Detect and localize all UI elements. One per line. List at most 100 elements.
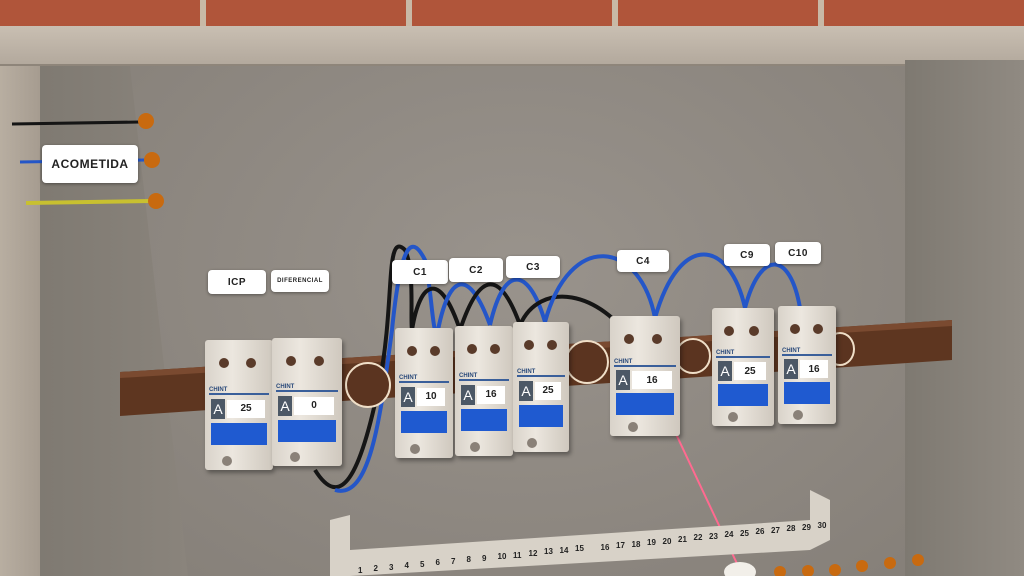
terminal-27[interactable]: 27 [771, 525, 780, 535]
brand-label: CHINT [614, 359, 676, 368]
label-diferencial: DIFERENCIAL [271, 270, 329, 292]
terminal-5[interactable]: 5 [420, 559, 425, 569]
rating-value: 10 [417, 387, 445, 406]
panel-right-wall [905, 60, 1024, 576]
label-c2: C2 [449, 258, 503, 282]
rating-value: 0 [294, 396, 334, 415]
terminal-1[interactable]: 1 [358, 566, 363, 575]
screw-terminal[interactable] [286, 356, 296, 366]
screw-terminal[interactable] [624, 334, 634, 344]
screw-terminal[interactable] [652, 334, 662, 344]
terminal-11[interactable]: 11 [513, 550, 522, 560]
label-icp: ICP [208, 270, 266, 294]
terminal-16[interactable]: 16 [600, 542, 610, 552]
screw-terminal[interactable] [218, 358, 229, 368]
rating-value: 16 [800, 360, 828, 379]
unit-badge: A [784, 359, 798, 380]
screw-terminal[interactable] [727, 412, 738, 422]
screw-terminal[interactable] [527, 438, 537, 448]
screw-terminal[interactable] [749, 326, 760, 336]
screw-terminal[interactable] [546, 340, 557, 350]
breaker-lever[interactable] [718, 383, 768, 406]
terminal-8[interactable]: 8 [466, 555, 471, 565]
brand-label: CHINT [459, 373, 509, 381]
breaker-lever[interactable] [278, 419, 336, 442]
screw-terminal[interactable] [406, 346, 417, 356]
wire-end-black[interactable] [138, 113, 154, 129]
wire-end-blue[interactable] [144, 152, 160, 168]
rail-slot-ring[interactable] [565, 340, 609, 384]
terminal-26[interactable]: 26 [755, 527, 765, 537]
screw-terminal[interactable] [429, 346, 440, 356]
screw-terminal[interactable] [812, 324, 823, 334]
terminal-23[interactable]: 23 [709, 531, 718, 541]
controller-tip[interactable] [724, 562, 756, 576]
unit-badge: A [278, 395, 292, 416]
screw-terminal[interactable] [289, 452, 300, 462]
breaker-c9[interactable]: CHINT A 25 [712, 308, 774, 426]
brand-label: CHINT [782, 348, 832, 357]
screw-terminal[interactable] [627, 422, 638, 432]
terminal-13[interactable]: 13 [544, 547, 553, 557]
unit-badge: A [401, 386, 415, 407]
wire-end-earth[interactable] [148, 193, 164, 209]
screw-terminal[interactable] [789, 324, 800, 334]
breaker-c4[interactable]: CHINT A 16 [610, 316, 680, 436]
rail-slot-ring[interactable] [675, 338, 711, 374]
terminal-19[interactable]: 19 [647, 538, 656, 548]
breaker-c2[interactable]: CHINT A 16 [455, 326, 513, 456]
terminal-9[interactable]: 9 [482, 553, 487, 563]
screw-terminal[interactable] [314, 356, 324, 366]
terminal-6[interactable]: 6 [435, 558, 440, 568]
acometida-wire-earth[interactable] [25, 199, 151, 205]
rating-value: 25 [535, 381, 561, 400]
terminal-30[interactable]: 30 [817, 521, 827, 531]
acometida-wire-black[interactable] [11, 120, 141, 126]
terminal-21[interactable]: 21 [678, 535, 687, 544]
breaker-lever[interactable] [519, 405, 563, 428]
breaker-lever[interactable] [401, 411, 447, 434]
rail-slot-ring[interactable] [345, 362, 391, 408]
terminal-17[interactable]: 17 [616, 541, 625, 551]
breaker-lever[interactable] [784, 381, 830, 404]
breaker-diferencial[interactable]: CHINT A 0 [272, 338, 342, 466]
panel-frame-top [0, 26, 1024, 66]
terminal-2[interactable]: 2 [373, 564, 378, 574]
brand-label: CHINT [399, 375, 449, 383]
terminal-24[interactable]: 24 [724, 530, 734, 540]
terminal-7[interactable]: 7 [451, 556, 456, 566]
terminal-4[interactable]: 4 [404, 561, 409, 571]
terminal-15[interactable]: 15 [575, 544, 584, 554]
breaker-c10[interactable]: CHINT A 16 [778, 306, 836, 424]
acometida-label: ACOMETIDA [42, 145, 138, 183]
terminal-3[interactable]: 3 [389, 562, 394, 572]
unit-badge: A [461, 384, 475, 405]
screw-terminal[interactable] [245, 358, 256, 368]
terminal-18[interactable]: 18 [631, 539, 641, 549]
terminal-14[interactable]: 14 [559, 545, 569, 555]
terminal-22[interactable]: 22 [693, 533, 703, 543]
terminal-20[interactable]: 20 [662, 536, 672, 546]
brand-label: CHINT [276, 384, 338, 393]
screw-terminal[interactable] [466, 344, 477, 354]
terminal-29[interactable]: 29 [802, 522, 811, 532]
screw-terminal[interactable] [489, 344, 500, 354]
breaker-icp[interactable]: CHINT A 25 [205, 340, 273, 470]
screw-terminal[interactable] [792, 410, 803, 420]
breaker-lever[interactable] [461, 409, 507, 432]
screw-terminal[interactable] [409, 444, 420, 454]
terminal-10[interactable]: 10 [497, 552, 507, 562]
screw-terminal[interactable] [724, 326, 735, 336]
breaker-lever[interactable] [616, 392, 674, 415]
screw-terminal[interactable] [469, 442, 480, 452]
breaker-lever[interactable] [211, 423, 267, 446]
terminal-25[interactable]: 25 [740, 528, 749, 538]
screw-terminal[interactable] [524, 340, 535, 350]
breaker-c3[interactable]: CHINT A 25 [513, 322, 569, 452]
label-c4: C4 [617, 250, 669, 272]
unit-badge: A [211, 398, 225, 419]
screw-terminal[interactable] [222, 456, 232, 466]
terminal-28[interactable]: 28 [786, 524, 796, 534]
terminal-12[interactable]: 12 [528, 548, 538, 558]
breaker-c1[interactable]: CHINT A 10 [395, 328, 453, 458]
